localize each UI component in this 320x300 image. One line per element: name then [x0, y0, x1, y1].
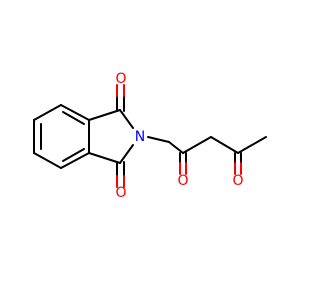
ring-double-inner-3	[62, 111, 85, 125]
bond-c4-methyl	[237, 136, 267, 154]
molecule-structure: O O N O O	[0, 0, 300, 300]
bond-carbonyl-top-n	[119, 109, 134, 129]
bond-lines	[33, 104, 267, 169]
atom-o-bottom: O	[115, 185, 126, 201]
carbonyl-bonds	[116, 84, 242, 188]
ring-bond-3	[33, 152, 62, 169]
atom-o-top: O	[115, 71, 126, 87]
ring-bond-6	[60, 104, 90, 121]
molecule-canvas: O O N O O	[0, 0, 300, 300]
ring-bond-1	[33, 104, 62, 121]
atom-o-ketone-4: O	[232, 173, 243, 189]
bond-ch2-c2	[168, 141, 184, 154]
background	[0, 0, 300, 300]
bond-c-carbonyl-top	[88, 109, 121, 121]
bond-carbonyl-bottom-n	[119, 144, 134, 164]
atom-n-imide: N	[135, 129, 145, 145]
ring-bond-4	[60, 152, 90, 169]
atom-o-ketone-2: O	[177, 173, 188, 189]
bond-c2-c3	[182, 136, 212, 154]
bond-c-carbonyl-bottom	[88, 152, 121, 164]
bond-n-ch2	[147, 136, 170, 143]
ring-double-inner-2	[62, 148, 85, 162]
bond-c3-c4	[210, 136, 239, 154]
